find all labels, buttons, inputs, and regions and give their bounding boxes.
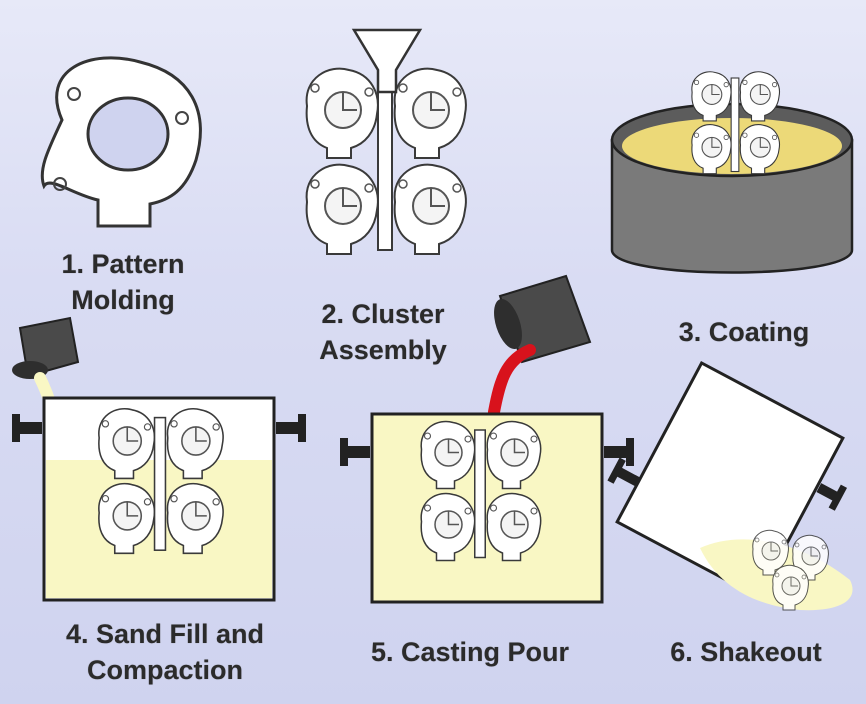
- pattern-part: [40, 56, 202, 228]
- step-label-shakeout: 6. Shakeout: [670, 637, 822, 667]
- casting-pour-flask: [340, 274, 634, 604]
- coating-tub: [610, 72, 854, 274]
- step-label-casting-pour: 5. Casting Pour: [370, 637, 570, 667]
- step-label-coating: 3. Coating: [678, 317, 810, 347]
- shakeout-flask: [607, 360, 853, 611]
- sand-fill-flask: [12, 316, 306, 602]
- cluster-of-patterns: [307, 28, 466, 254]
